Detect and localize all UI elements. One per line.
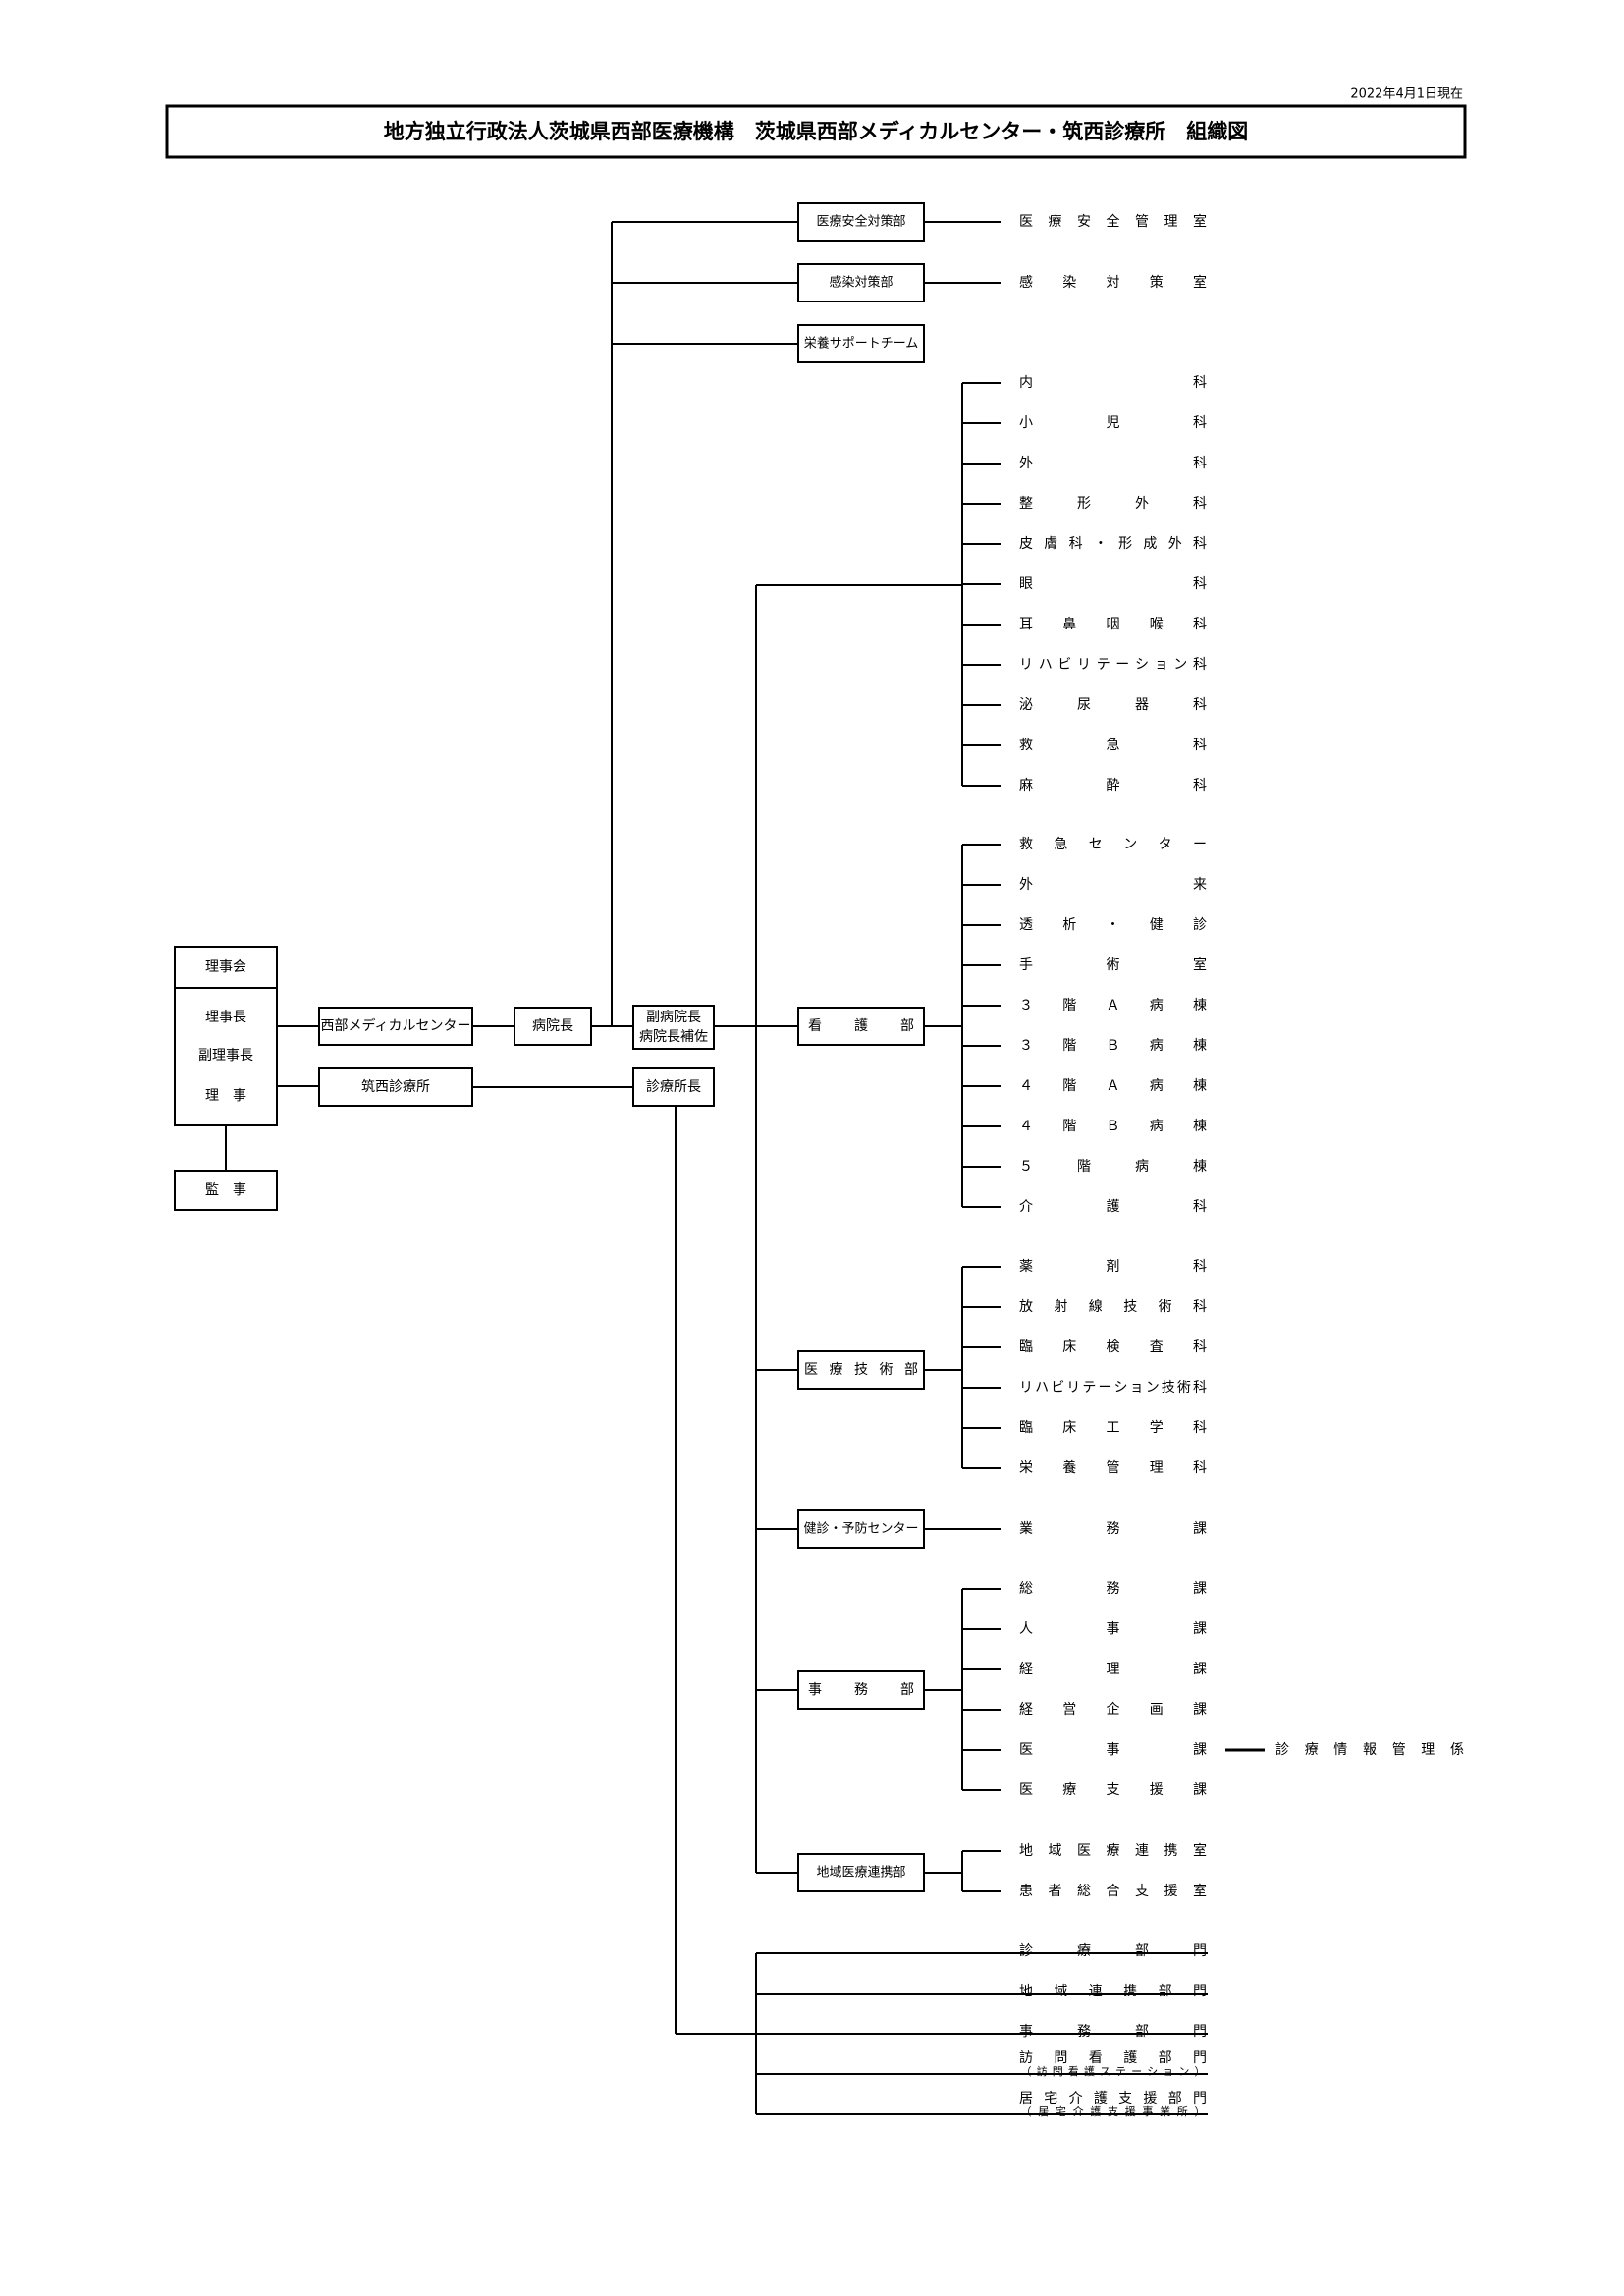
clinical-dept-item-8: 泌尿器科 bbox=[1019, 697, 1207, 713]
board-council-box bbox=[174, 946, 278, 989]
clinical-dept-item-6: 耳鼻咽喉科 bbox=[1019, 616, 1207, 632]
hospital-director-label: 病院長 bbox=[532, 1018, 573, 1034]
clinical-dept-item-10: 麻酔科 bbox=[1019, 778, 1207, 793]
admin-box bbox=[797, 1670, 925, 1710]
medtech-item-2: 臨床検査科 bbox=[1019, 1339, 1207, 1355]
admin-label: 事務部 bbox=[808, 1682, 914, 1698]
clinic-division-sub-3: （訪問看護ステーション） bbox=[1021, 2064, 1206, 2078]
medtech-item-4: 臨床工学科 bbox=[1019, 1420, 1207, 1436]
nursing-item-3: 手術室 bbox=[1019, 957, 1207, 973]
checkup-box bbox=[797, 1509, 925, 1549]
nursing-label: 看護部 bbox=[808, 1018, 914, 1034]
hospital-director-box bbox=[514, 1007, 592, 1046]
top-dept-box-2 bbox=[797, 324, 925, 363]
title-box bbox=[165, 104, 1467, 159]
top-dept-child-0: 医療安全管理室 bbox=[1019, 213, 1207, 230]
nursing-box bbox=[797, 1007, 925, 1046]
regional-label: 地域医療連携部 bbox=[816, 1865, 905, 1881]
nursing-item-1: 外来 bbox=[1019, 877, 1207, 893]
admin-item-2: 経理課 bbox=[1019, 1662, 1207, 1677]
medtech-item-5: 栄養管理科 bbox=[1019, 1459, 1207, 1476]
board-director: 理 事 bbox=[205, 1088, 246, 1104]
clinic-division-sub-4: （居宅介護支援事業所） bbox=[1021, 2105, 1206, 2118]
top-dept-label-1: 感染対策部 bbox=[829, 275, 893, 291]
top-dept-label-2: 栄養サポートチーム bbox=[804, 336, 919, 352]
board-chair: 理事長 bbox=[205, 1010, 246, 1025]
board-vice-chair: 副理事長 bbox=[198, 1048, 253, 1064]
chikusei-clinic-label: 筑西診療所 bbox=[361, 1078, 430, 1095]
nursing-item-0: 救急センター bbox=[1019, 837, 1207, 852]
top-dept-child-1: 感染対策室 bbox=[1019, 274, 1207, 291]
admin-item-5: 医療支援課 bbox=[1019, 1781, 1207, 1798]
board-council: 理事会 bbox=[205, 959, 246, 975]
deputy-director-label: 副病院長 bbox=[646, 1010, 701, 1025]
medtech-item-3: リハビリテーション技術科 bbox=[1019, 1380, 1207, 1395]
clinical-dept-item-2: 外科 bbox=[1019, 456, 1207, 471]
medtech-label: 医療技術部 bbox=[804, 1361, 918, 1378]
admin-item-1: 人事課 bbox=[1019, 1621, 1207, 1637]
board-auditor: 監 事 bbox=[205, 1181, 246, 1198]
date-note: 2022年4月1日現在 bbox=[1350, 87, 1463, 102]
chart-title: 地方独立行政法人茨城県西部医療機構 茨城県西部メディカルセンター・筑西診療所 組… bbox=[384, 120, 1249, 143]
checkup-label: 健診・予防センター bbox=[803, 1521, 918, 1537]
top-dept-box-1 bbox=[797, 263, 925, 302]
regional-item-0: 地域医療連携室 bbox=[1019, 1842, 1207, 1859]
seibu-mc-label: 西部メディカルセンター bbox=[320, 1017, 470, 1034]
clinic-division-1: 地域連携部門 bbox=[1019, 1984, 1207, 1999]
clinic-division-4: 居宅介護支援部門 bbox=[1019, 2091, 1207, 2106]
clinical-dept-item-9: 救急科 bbox=[1019, 738, 1207, 753]
clinic-director-box bbox=[632, 1067, 715, 1107]
clinical-dept-item-7: リハビリテーション科 bbox=[1019, 657, 1207, 673]
medical-affairs-sub: 診療情報管理係 bbox=[1275, 1741, 1464, 1758]
regional-item-1: 患者総合支援室 bbox=[1019, 1883, 1207, 1899]
clinic-division-2: 事務部門 bbox=[1019, 2024, 1207, 2040]
clinical-dept-item-1: 小児科 bbox=[1019, 415, 1207, 431]
medtech-item-0: 薬剤科 bbox=[1019, 1259, 1207, 1275]
clinical-dept-item-3: 整形外科 bbox=[1019, 496, 1207, 512]
chikusei-clinic-box bbox=[318, 1067, 473, 1107]
board-members-box bbox=[174, 987, 278, 1126]
clinical-dept-item-5: 眼科 bbox=[1019, 576, 1207, 592]
clinical-dept-item-0: 内科 bbox=[1019, 375, 1207, 391]
checkup-item-0: 業務課 bbox=[1019, 1521, 1207, 1537]
top-dept-box-0 bbox=[797, 202, 925, 242]
medtech-item-1: 放射線技術科 bbox=[1019, 1299, 1207, 1315]
seibu-mc-box bbox=[318, 1007, 473, 1046]
clinic-director-label: 診療所長 bbox=[646, 1078, 701, 1095]
top-dept-label-0: 医療安全対策部 bbox=[816, 214, 905, 230]
clinical-dept-item-4: 皮膚科・形成外科 bbox=[1019, 536, 1207, 552]
assistant-director-label: 病院長補佐 bbox=[639, 1029, 708, 1045]
deputy-director-box bbox=[632, 1005, 715, 1050]
nursing-item-2: 透析・健診 bbox=[1019, 917, 1207, 933]
admin-item-0: 総務課 bbox=[1019, 1581, 1207, 1597]
regional-box bbox=[797, 1853, 925, 1892]
nursing-item-9: 介護科 bbox=[1019, 1199, 1207, 1215]
clinic-division-0: 診療部門 bbox=[1019, 1942, 1207, 1959]
medtech-box bbox=[797, 1350, 925, 1390]
clinic-division-3: 訪問看護部門 bbox=[1019, 2050, 1207, 2066]
admin-item-3: 経営企画課 bbox=[1019, 1701, 1207, 1718]
admin-item-4: 医事課 bbox=[1019, 1742, 1207, 1758]
auditor-box bbox=[174, 1170, 278, 1211]
